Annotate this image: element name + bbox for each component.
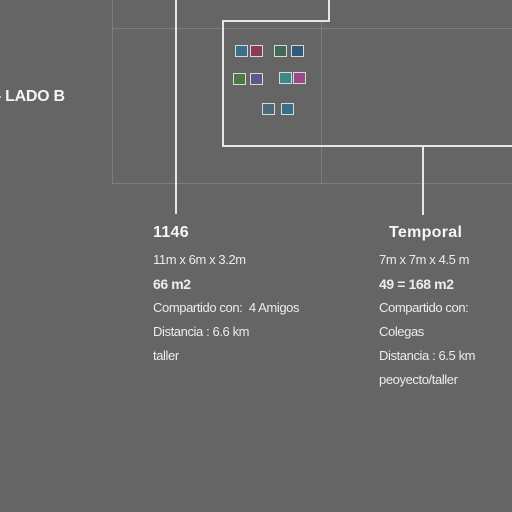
space-area: 49 = 168 m2 [379,272,512,296]
space-shared: Compartido con: 4 Amigos [153,296,323,320]
grid-line-left [112,0,113,184]
space-distance: Distancia : 6.5 km [379,344,512,368]
thumbnail[interactable] [279,72,292,84]
space-area: 66 m2 [153,272,323,296]
space-title: 1146 [153,224,323,242]
space-use: peoyecto/taller [379,368,512,392]
space-shared-value: Colegas [379,320,512,344]
thumbnail[interactable] [281,103,294,115]
shared-label: Compartido con: [153,300,242,315]
shared-value: 4 Amigos [249,300,299,315]
grid-line-bottom [112,183,512,184]
space-use: taller [153,344,323,368]
thumbnail[interactable] [293,72,306,84]
space-distance: Distancia : 6.6 km [153,320,323,344]
top-connector-line [328,0,330,22]
gallery-frame [222,20,512,147]
space-shared-label: Compartido con: [379,296,512,320]
thumbnail[interactable] [250,73,263,85]
leader-line-right [422,145,424,215]
thumbnail[interactable] [274,45,287,57]
thumbnail[interactable] [233,73,246,85]
space-dimensions: 7m x 7m x 4.5 m [379,248,512,272]
thumbnail[interactable] [235,45,248,57]
thumbnail[interactable] [291,45,304,57]
leader-line-left [175,0,177,214]
space-dimensions: 11m x 6m x 3.2m [153,248,323,272]
space-card-temporal: Temporal 7m x 7m x 4.5 m 49 = 168 m2 Com… [379,224,512,392]
space-title: Temporal [389,224,512,242]
side-label: - LADO B [0,88,65,106]
space-card-1146: 1146 11m x 6m x 3.2m 66 m2 Compartido co… [153,224,323,368]
thumbnail[interactable] [250,45,263,57]
thumbnail[interactable] [262,103,275,115]
